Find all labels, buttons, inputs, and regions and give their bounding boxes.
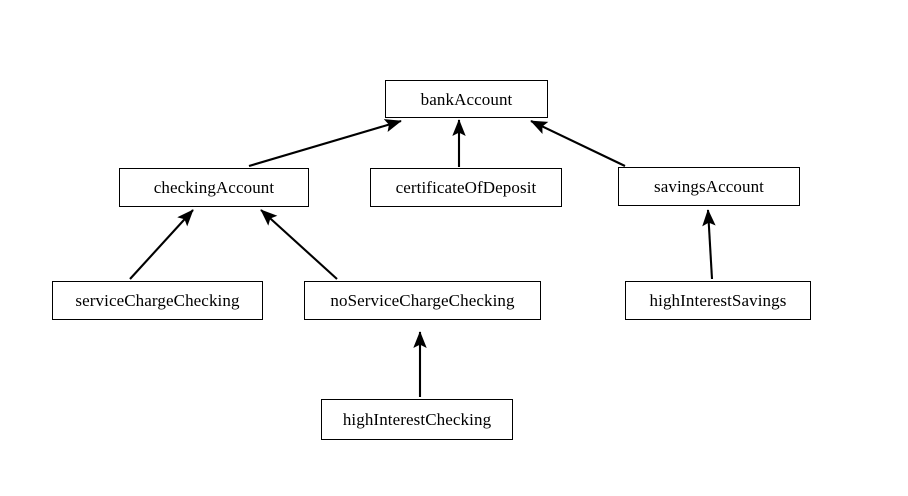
class-box-label: highInterestChecking	[342, 410, 492, 429]
class-box-label: savingsAccount	[654, 177, 764, 196]
class-box-certificateofdeposit[interactable]: certificateOfDeposit	[370, 168, 562, 207]
inheritance-arrow	[129, 209, 194, 280]
class-box-label: bankAccount	[420, 89, 513, 109]
class-box-label: noServiceChargeChecking	[330, 291, 515, 310]
class-box-bankaccount[interactable]: bankAccount	[385, 80, 548, 118]
class-box-servicechargechecking[interactable]: serviceChargeChecking	[52, 281, 263, 320]
class-box-highinterestsavings[interactable]: highInterestSavings	[625, 281, 811, 320]
class-box-label: serviceChargeChecking	[75, 291, 240, 310]
class-box-savingsaccount[interactable]: savingsAccount	[618, 167, 800, 206]
inheritance-arrow	[248, 119, 402, 168]
class-box-label: highInterestSavings	[649, 291, 787, 310]
class-box-checkingaccount[interactable]: checkingAccount	[119, 168, 309, 207]
inheritance-arrow	[530, 120, 626, 167]
inheritance-arrow	[702, 209, 716, 280]
class-box-highinterestchecking[interactable]: highInterestChecking	[321, 399, 513, 440]
class-box-noservicechargechecking[interactable]: noServiceChargeChecking	[304, 281, 541, 320]
class-box-label: certificateOfDeposit	[395, 178, 537, 197]
inheritance-arrow	[260, 209, 338, 280]
class-box-label: checkingAccount	[153, 178, 275, 197]
